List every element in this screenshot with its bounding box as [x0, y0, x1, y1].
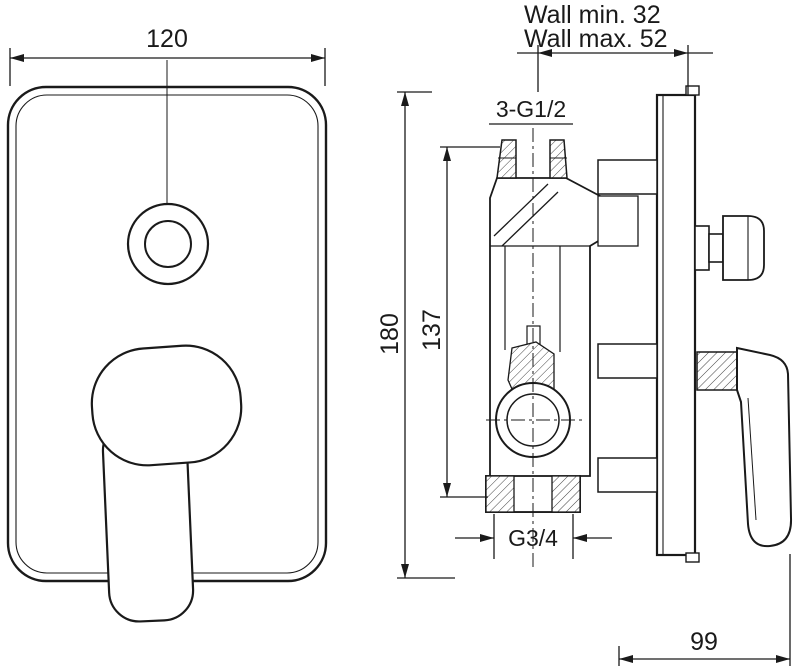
- front-diverter-button-outer: [126, 202, 210, 286]
- dimension-handle-depth: 99: [618, 554, 791, 666]
- top-port-wall-left: [496, 139, 517, 179]
- body-funnel-line: [501, 191, 559, 247]
- bottom-port-wall-left: [485, 475, 515, 513]
- handle-hub-section: [696, 351, 738, 391]
- mounting-clamp-bottom: [597, 457, 658, 493]
- bottom-port-label: G3/4: [508, 525, 558, 551]
- arrowhead: [674, 49, 688, 57]
- bottom-port-section: [485, 475, 581, 513]
- top-port-section: [496, 139, 568, 179]
- side-view: [485, 85, 793, 568]
- side-handle: [696, 346, 793, 548]
- side-plate-bottom-tab: [685, 552, 700, 563]
- dimension-bottom-port: G3/4: [455, 514, 612, 559]
- side-diverter-knob: [694, 215, 765, 281]
- arrowhead: [443, 147, 451, 161]
- arrowhead: [10, 54, 24, 62]
- arrowhead: [311, 54, 325, 62]
- mounting-clamp-middle: [597, 343, 658, 379]
- top-port-label: 3-G1/2: [496, 96, 566, 122]
- arrowhead: [401, 92, 409, 106]
- mounting-clamp-top: [597, 159, 658, 195]
- body-height-label: 137: [418, 309, 446, 351]
- dimension-front-width: 120: [9, 25, 326, 86]
- front-diverter-button-inner: [144, 220, 192, 268]
- arrowhead: [401, 564, 409, 578]
- side-plate-top-tab: [685, 85, 700, 96]
- wall-max-label: Wall max. 52: [524, 25, 668, 53]
- body-funnel-line: [493, 183, 549, 237]
- label-top-port: 3-G1/2: [489, 96, 573, 125]
- arrowhead: [776, 655, 790, 663]
- top-port-wall-right: [549, 139, 568, 179]
- arrowhead: [538, 49, 552, 57]
- total-height-label: 180: [376, 313, 404, 355]
- wall-min-label: Wall min. 32: [524, 1, 661, 29]
- arrowhead: [480, 534, 494, 542]
- front-view: [6, 60, 328, 623]
- handle-depth-label: 99: [690, 628, 718, 656]
- arrowhead: [443, 483, 451, 497]
- dimension-total-height: 180: [376, 91, 455, 579]
- front-handle-base: [90, 344, 243, 467]
- arrowhead: [619, 655, 633, 663]
- arrowhead: [573, 534, 587, 542]
- bottom-port-wall-right: [551, 475, 581, 513]
- dimension-body-height: 137: [418, 146, 500, 498]
- mounting-block-top: [597, 195, 639, 247]
- dimension-wall-depth: Wall min. 32 Wall max. 52: [517, 1, 713, 95]
- front-width-label: 120: [146, 25, 188, 53]
- handle-lever: [736, 346, 793, 548]
